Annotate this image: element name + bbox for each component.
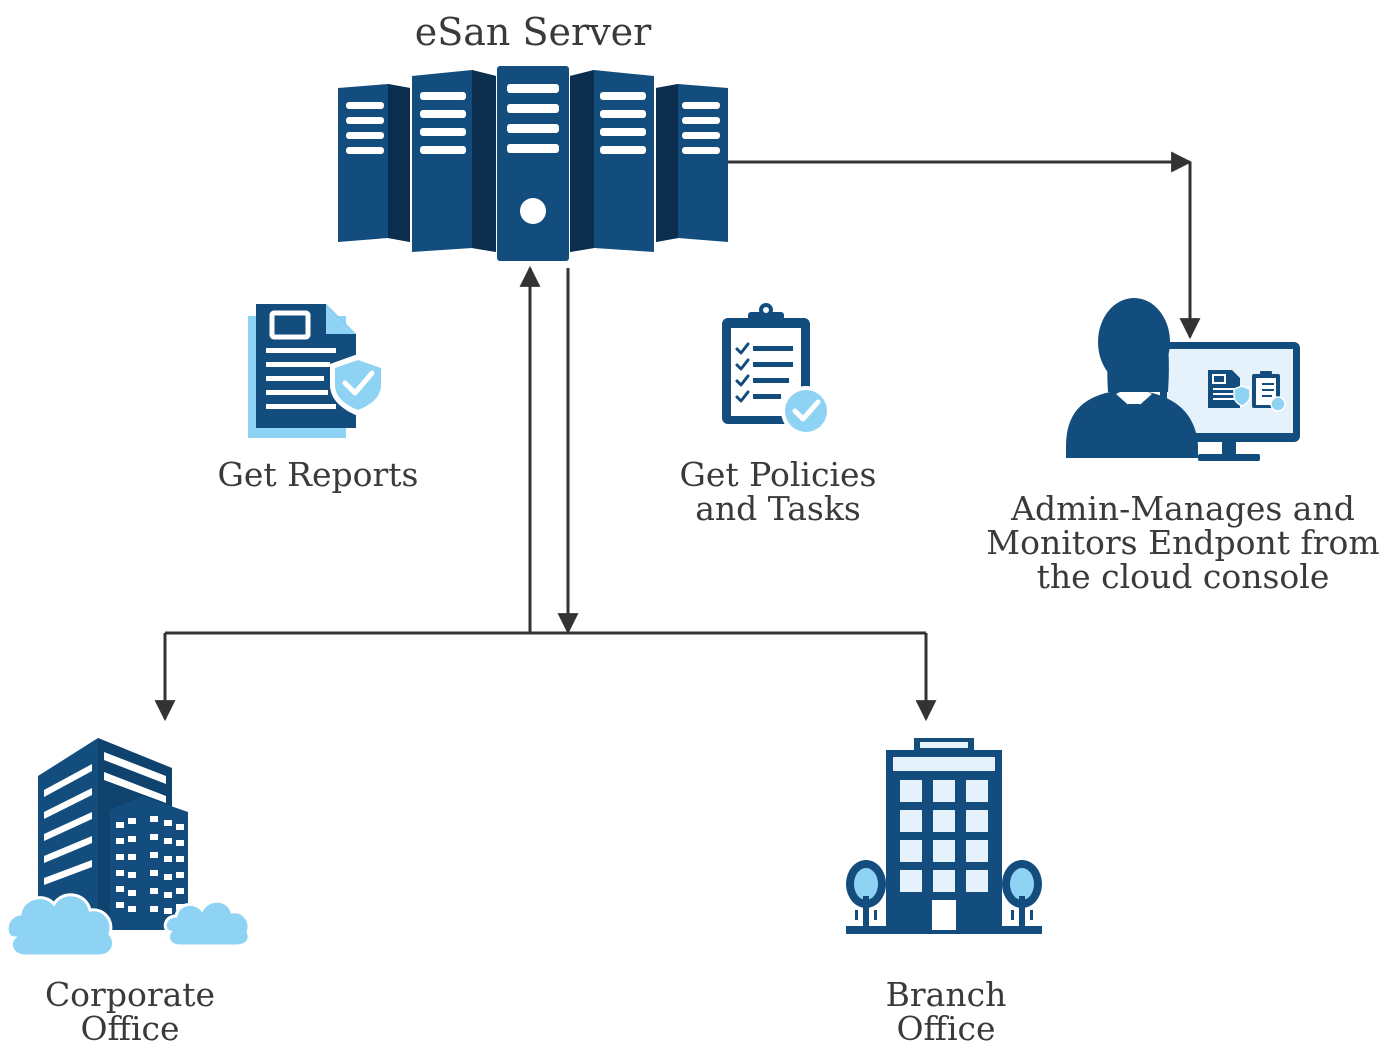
branch-label-line1: Branch: [885, 975, 1007, 1014]
branch-label: Branch Office: [836, 978, 1056, 1046]
server-rack-icon: [338, 66, 728, 261]
tree-right-icon: [1002, 860, 1042, 928]
policies-label-line2: and Tasks: [695, 489, 861, 528]
reports-label: Get Reports: [217, 455, 419, 494]
mini-clipboard-icon: [1252, 371, 1286, 412]
clipboard-checklist-icon: [722, 303, 831, 436]
corporate-building-icon: [5, 738, 251, 958]
admin-label-line3: the cloud console: [1036, 557, 1330, 596]
corporate-label: Corporate Office: [20, 978, 240, 1046]
server-label: eSan Server: [414, 10, 652, 54]
tree-left-icon: [846, 860, 886, 928]
branch-building-icon: [846, 738, 1042, 934]
admin-label-line2: Monitors Endpont from: [986, 523, 1380, 562]
branch-label-line2: Office: [896, 1009, 996, 1048]
cloud-right-icon: [163, 899, 251, 948]
cloud-left-icon: [5, 893, 115, 958]
policies-label: Get Policies and Tasks: [638, 458, 918, 526]
mini-report-icon: [1208, 370, 1251, 408]
policies-label-line1: Get Policies: [679, 455, 877, 494]
admin-monitor-icon: [1066, 298, 1300, 461]
corporate-label-line1: Corporate: [44, 975, 216, 1014]
admin-label-line1: Admin-Manages and: [1011, 489, 1355, 528]
corporate-label-line2: Office: [80, 1009, 180, 1048]
connectors: [154, 151, 1201, 722]
admin-label: Admin-Manages and Monitors Endpont from …: [983, 492, 1383, 594]
secure-report-icon: [248, 304, 386, 438]
